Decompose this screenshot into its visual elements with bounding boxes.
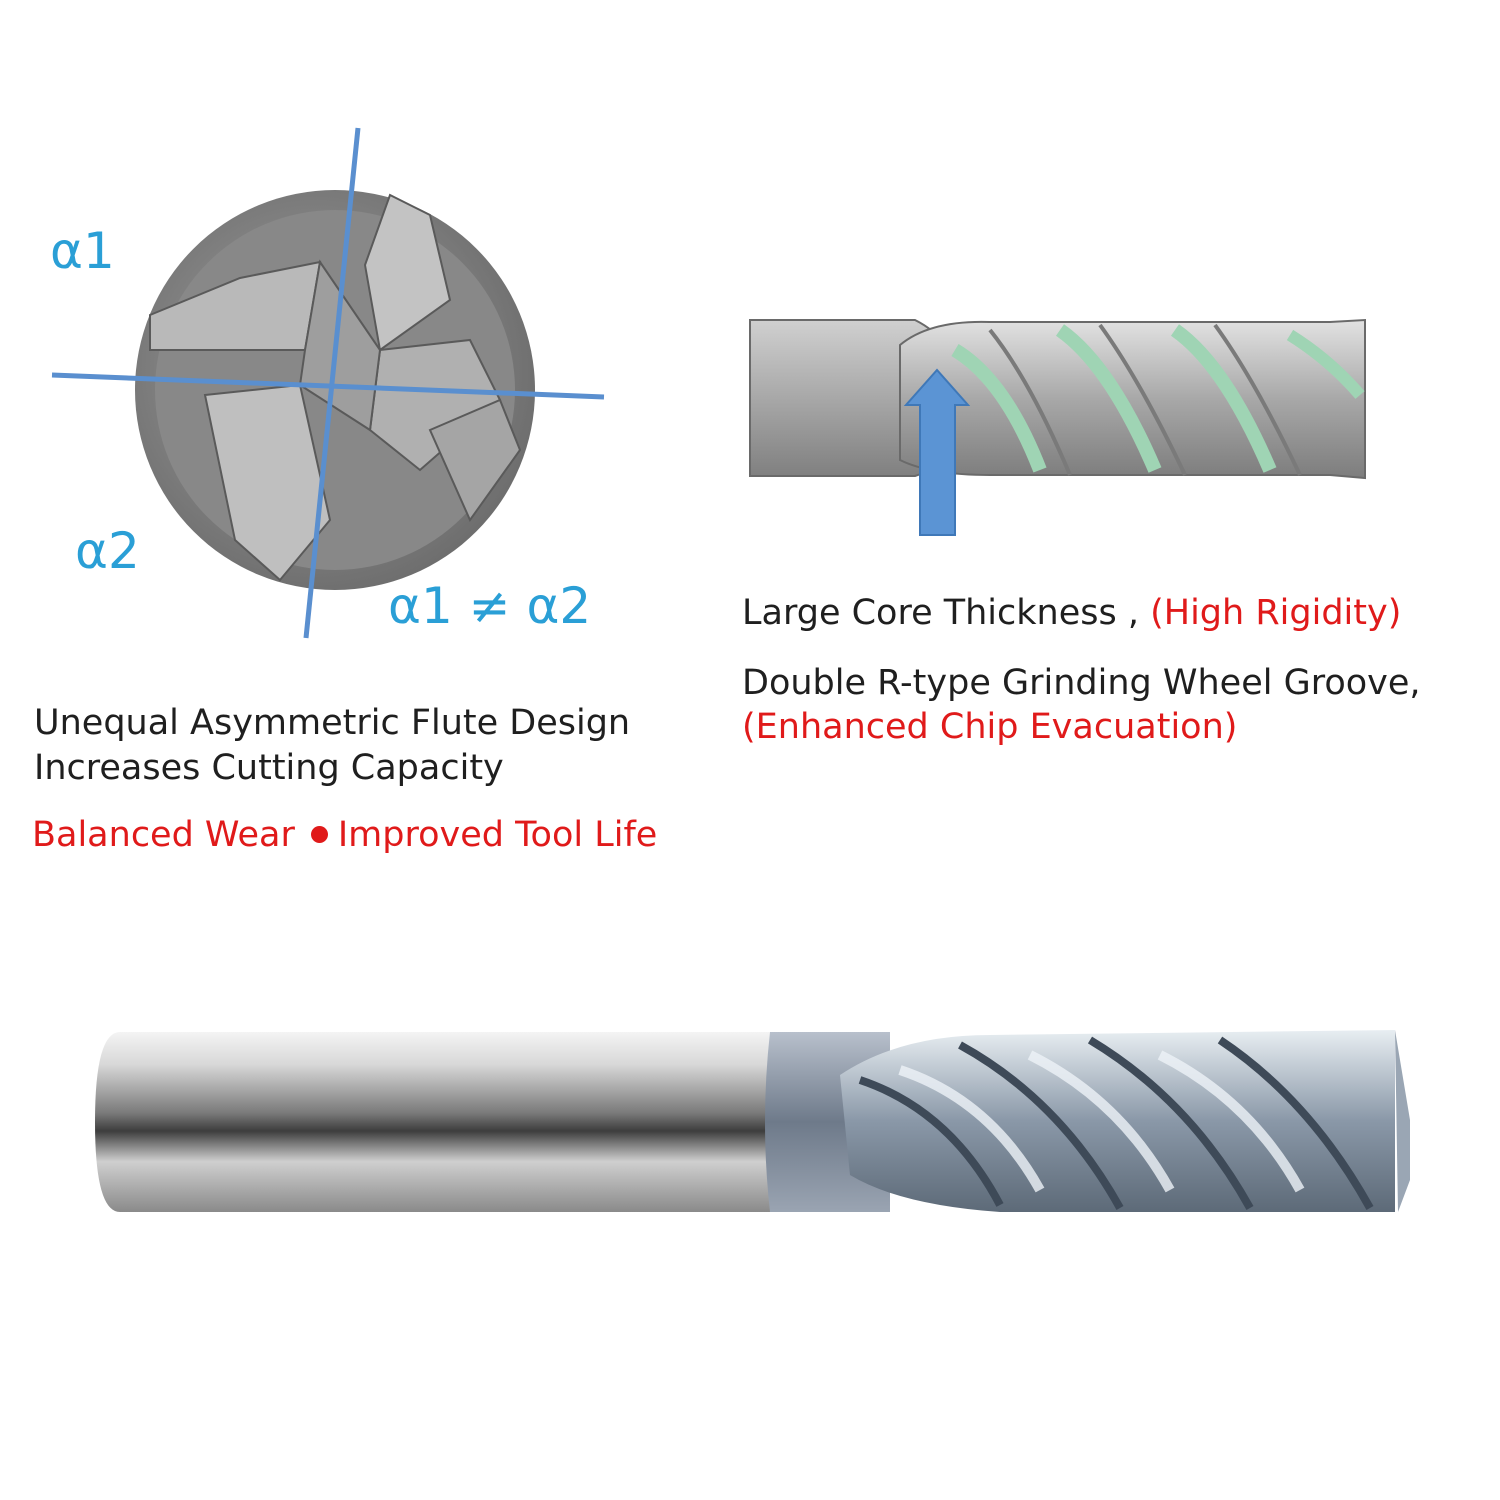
flute-margin-1 (951, 343, 1047, 473)
angle-inequality-label: α1 ≠ α2 (388, 577, 592, 635)
cutting-lip-lower-right (428, 398, 522, 523)
core-thickness-arrow (903, 368, 971, 536)
flute-margin-2 (1055, 324, 1162, 473)
end-mill-flute-1 (858, 1076, 1004, 1207)
flute-margin-4 (1286, 329, 1365, 399)
flute-groove-1 (988, 328, 1072, 476)
axis-line-vertical (303, 127, 361, 639)
chip-evacuation-benefit: (Enhanced Chip Evacuation) (742, 707, 1238, 747)
end-mill-highlight-2 (1027, 1050, 1175, 1193)
flute-groove-3 (1213, 323, 1302, 476)
groove-caption: Double R-type Grinding Wheel Groove, (742, 663, 1421, 703)
end-mill-photo (95, 1030, 1410, 1212)
end-face-diagram (51, 127, 605, 639)
angle-label-alpha2: α2 (75, 522, 140, 580)
flute-margin-3 (1170, 324, 1277, 473)
wear-benefit-caption: Balanced Wear Improved Tool Life (32, 812, 657, 858)
cutting-capacity-caption: Increases Cutting Capacity (34, 748, 504, 788)
end-mill-highlight-3 (1157, 1050, 1305, 1193)
end-mill-shank (95, 1032, 780, 1212)
end-mill-highlight-1 (898, 1065, 1045, 1193)
cutting-lip-upper-right (363, 193, 452, 352)
end-mill-tip (1395, 1030, 1410, 1212)
end-mill-flute-3 (1087, 1036, 1254, 1210)
balanced-wear-text: Balanced Wear (32, 815, 295, 855)
axis-line-horizontal (51, 372, 605, 400)
rigidity-benefit: (High Rigidity) (1150, 593, 1402, 633)
core-thickness-caption: Large Core Thickness , (High Rigidity) (742, 590, 1401, 636)
end-mill-flute-2 (958, 1041, 1124, 1210)
bullet-dot-icon (310, 825, 328, 843)
tool-life-text: Improved Tool Life (337, 815, 658, 855)
side-view-diagram (749, 318, 1366, 536)
core-thickness-label: Large Core Thickness , (742, 593, 1139, 633)
flute-design-caption: Unequal Asymmetric Flute Design (34, 703, 631, 743)
flute-groove-2 (1098, 323, 1187, 476)
end-mill-flute-4 (1217, 1036, 1374, 1210)
angle-label-alpha1: α1 (50, 222, 115, 280)
